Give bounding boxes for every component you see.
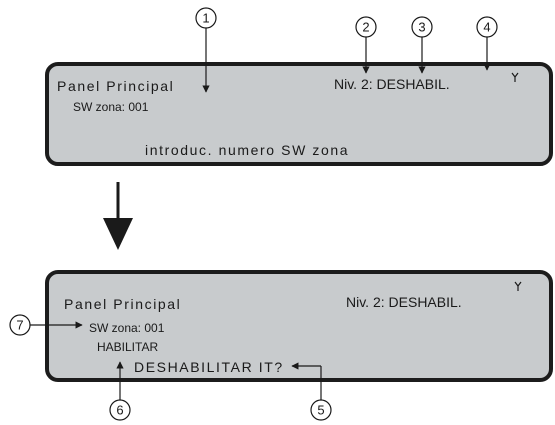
lcd-screen-1: Panel Principal Niv. 2: DESHABIL. SW zon… [45,62,553,166]
screen2-level: Niv. 2: DESHABIL. [346,294,462,310]
screen1-level: Niv. 2: DESHABIL. [334,76,450,92]
callout-2: 2 [355,16,377,74]
callout-1: 1 [195,7,217,93]
screen2-zone: SW zona: 001 [89,321,165,335]
antenna-signal-icon [514,281,522,291]
callout-6: 6 [109,361,131,421]
lcd-screen-2: Panel Principal Niv. 2: DESHABIL. SW zon… [45,270,553,382]
screen1-prompt: introduc. numero SW zona [145,142,350,158]
callout-5: 5 [291,362,332,421]
screen2-title: Panel Principal [64,296,182,312]
svg-text:1: 1 [202,11,209,26]
svg-text:2: 2 [362,20,369,35]
svg-text:4: 4 [483,20,490,35]
svg-text:7: 7 [16,318,23,333]
callout-4: 4 [476,16,498,71]
screen1-title: Panel Principal [57,78,175,94]
screen1-zone: SW zona: 001 [73,100,149,114]
transition-arrow [103,182,133,250]
screen2-prompt: DESHABILITAR IT? [134,359,284,375]
antenna-signal-icon [511,72,519,82]
svg-text:5: 5 [317,403,324,418]
callout-7: 7 [9,314,83,336]
screen2-action: HABILITAR [97,340,159,354]
callout-3: 3 [411,16,433,74]
svg-text:3: 3 [418,20,425,35]
svg-text:6: 6 [116,403,123,418]
